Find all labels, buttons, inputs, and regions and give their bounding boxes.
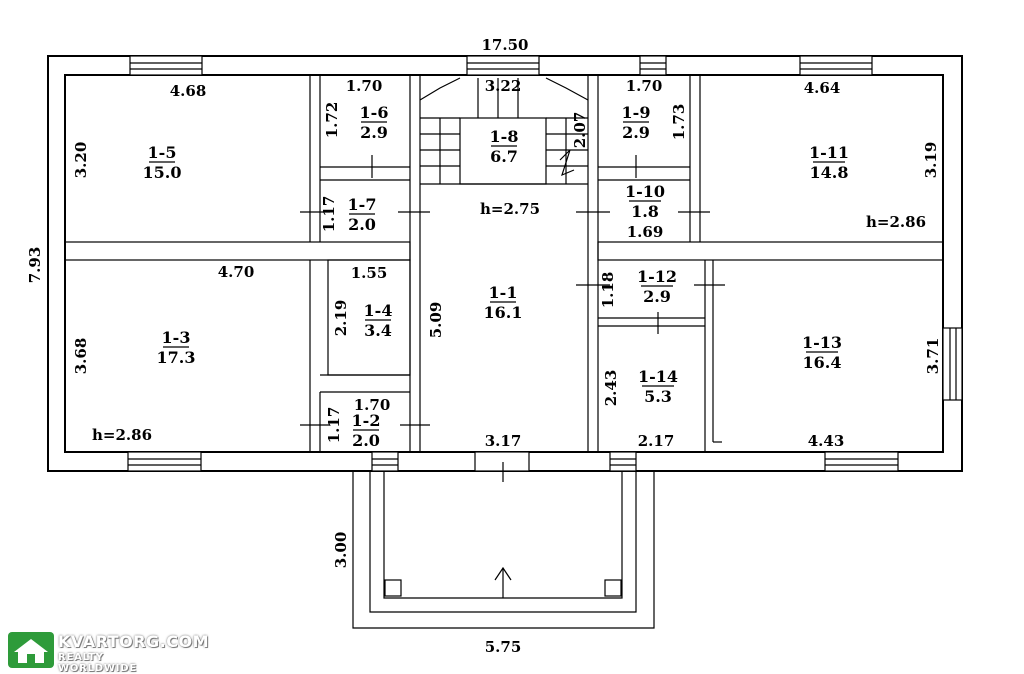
room-1-7: 1-72.0: [348, 195, 377, 234]
room-label: 1-11: [809, 143, 849, 162]
room-area: 2.9: [643, 287, 671, 306]
dim-r13-w: 4.70: [218, 263, 255, 281]
door-marks: [300, 155, 725, 426]
room-label: 1-5: [148, 143, 177, 162]
room-label: 1-12: [637, 267, 677, 286]
room-1-5: 1-515.0: [143, 143, 182, 182]
room-label: 1-6: [360, 103, 389, 122]
room-label: 1-9: [622, 103, 651, 122]
room-area: 2.0: [348, 215, 376, 234]
dim-stair-w: 3.22: [485, 77, 522, 95]
room-area: 6.7: [490, 147, 518, 166]
height-hall: h=2.75: [480, 200, 540, 218]
dim-r110-w: 1.69: [627, 223, 664, 241]
staircase: [419, 77, 589, 184]
room-label: 1-14: [638, 367, 678, 386]
porch: [352, 471, 655, 629]
dim-r14-w: 1.55: [351, 264, 388, 282]
dim-r16-h: 1.72: [323, 102, 341, 139]
room-area: 2.9: [360, 123, 388, 142]
window-bottom-3: [609, 451, 637, 472]
room-label: 1-8: [490, 127, 519, 146]
room-label: 1-10: [625, 182, 665, 201]
room-1-10: 1-101.8: [625, 182, 665, 221]
room-label: 1-2: [352, 411, 381, 430]
dim-r12-w: 1.70: [354, 396, 391, 414]
porch-width: 5.75: [485, 638, 522, 656]
dim-r114-h: 2.43: [602, 370, 620, 407]
room-area: 5.3: [644, 387, 672, 406]
height-west: h=2.86: [92, 426, 152, 444]
porch-depth: 3.00: [332, 532, 350, 569]
dim-r15-h: 3.20: [72, 142, 90, 179]
room-area: 16.1: [484, 303, 523, 322]
room-1-1: 1-116.1: [484, 283, 523, 322]
dim-r114-w: 2.17: [638, 432, 675, 450]
room-area: 16.4: [803, 353, 842, 372]
dim-r17-h: 1.17: [320, 196, 338, 233]
room-area: 2.0: [352, 431, 380, 450]
dim-r12-h: 1.17: [325, 407, 343, 444]
room-label: 1-4: [364, 301, 393, 320]
room-1-2: 1-22.0: [352, 411, 381, 450]
overall-depth: 7.93: [26, 247, 44, 284]
room-area: 1.8: [631, 202, 659, 221]
dim-r15-w: 4.68: [170, 82, 207, 100]
room-area: 15.0: [143, 163, 182, 182]
dim-r112-h: 1.18: [599, 272, 617, 309]
room-label: 1-13: [802, 333, 842, 352]
dim-r11-w: 3.17: [485, 432, 522, 450]
overall-width: 17.50: [482, 36, 529, 54]
dim-r113-w: 4.43: [808, 432, 845, 450]
window-bottom-1: [127, 451, 202, 472]
room-1-3: 1-317.3: [157, 328, 196, 367]
logo-tagline: REALTY WORLDWIDE: [58, 652, 137, 674]
window-top-3: [639, 55, 667, 76]
room-1-12: 1-122.9: [637, 267, 677, 306]
dim-r19-h: 1.73: [670, 104, 688, 141]
room-label: 1-7: [348, 195, 377, 214]
room-1-14: 1-145.3: [638, 367, 678, 406]
room-label: 1-3: [162, 328, 191, 347]
kvartorg-logo: KVARTORG.COM REALTY WORLDWIDE: [6, 630, 209, 674]
dim-r11-h: 5.09: [427, 302, 445, 339]
dim-r113-h: 3.71: [924, 338, 942, 375]
window-top-4: [799, 55, 873, 76]
window-top-2: [466, 55, 540, 76]
room-area: 2.9: [622, 123, 650, 142]
room-1-8: 1-86.7: [490, 127, 519, 166]
dim-r14-h: 2.19: [332, 300, 350, 337]
dim-stair-h: 2.07: [571, 112, 589, 149]
room-area: 14.8: [810, 163, 849, 182]
window-right: [942, 327, 963, 401]
window-bottom-4: [824, 451, 899, 472]
interior-walls: [64, 75, 944, 452]
room-area: 3.4: [364, 321, 392, 340]
dim-r111-w: 4.64: [804, 79, 841, 97]
logo-name: KVARTORG.COM: [58, 632, 209, 651]
dim-r16-w: 1.70: [346, 77, 383, 95]
dim-r111-h: 3.19: [922, 142, 940, 179]
room-area: 17.3: [157, 348, 196, 367]
room-1-6: 1-62.9: [360, 103, 389, 142]
window-bottom-2: [371, 451, 399, 472]
room-1-4: 1-43.4: [364, 301, 393, 340]
window-top-1: [129, 55, 203, 76]
dim-r19-w: 1.70: [626, 77, 663, 95]
height-east: h=2.86: [866, 213, 926, 231]
room-labels: 1-116.11-22.01-317.31-43.41-515.01-62.91…: [143, 103, 850, 450]
house-icon: [8, 632, 54, 668]
room-1-9: 1-92.9: [622, 103, 651, 142]
room-label: 1-1: [489, 283, 518, 302]
dim-r13-h: 3.68: [72, 338, 90, 375]
entrance-door: [474, 451, 530, 482]
